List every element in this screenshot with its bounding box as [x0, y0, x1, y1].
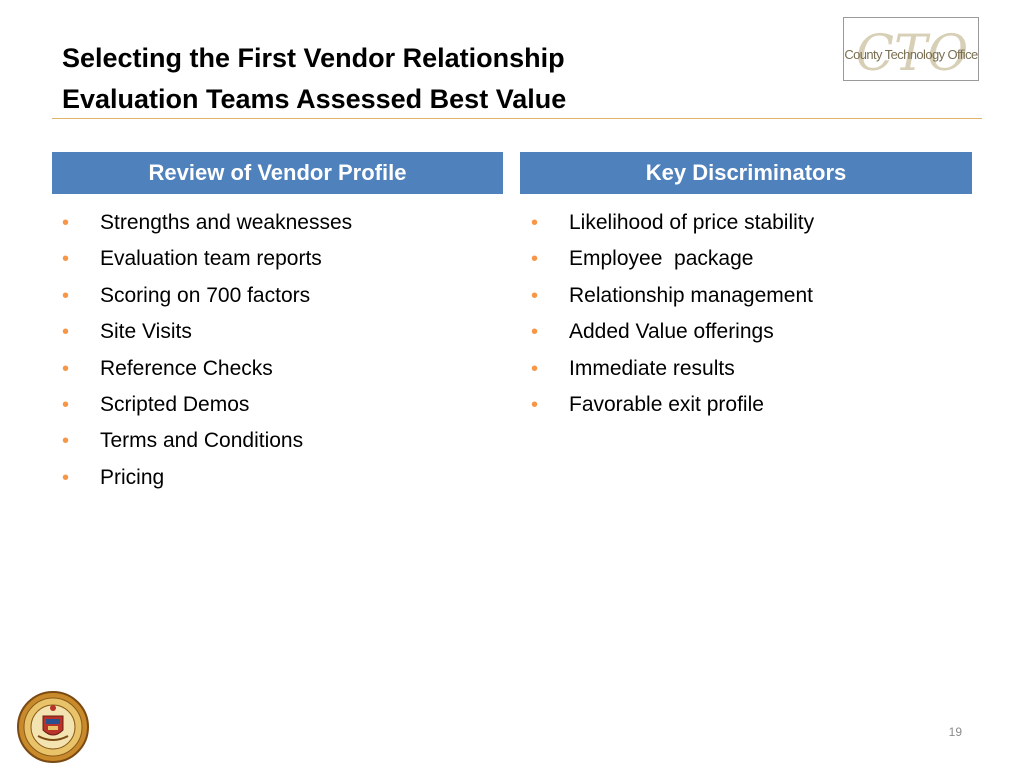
county-seal-icon: [16, 690, 90, 764]
cto-logo: CTO County Technology Office: [843, 17, 979, 81]
list-item-text: Likelihood of price stability: [569, 211, 815, 234]
list-item: • Likelihood of price stability: [531, 205, 971, 241]
bullet-dot-icon: •: [531, 212, 539, 234]
list-item: • Immediate results: [531, 351, 971, 387]
page-number: 19: [948, 725, 962, 739]
list-item: • Favorable exit profile: [531, 387, 971, 423]
list-item: • Scoring on 700 factors: [62, 278, 502, 314]
vendor-profile-list: • Strengths and weaknesses • Evaluation te…: [62, 205, 502, 496]
key-discriminators-header: Key Discriminators: [520, 152, 972, 194]
list-item-text: Reference Checks: [100, 356, 273, 380]
list-item-text: Relationship management: [569, 283, 813, 307]
list-item: • Pricing: [62, 460, 502, 496]
list-item: • Added Value offerings: [531, 314, 971, 350]
bullet-dot-icon: •: [531, 357, 539, 380]
cto-logo-monogram: CTO: [856, 24, 969, 80]
slide-title-line-2: Evaluation Teams Assessed Best Value: [62, 84, 567, 114]
bullet-dot-icon: •: [62, 284, 70, 307]
list-item-text: Employee package: [569, 247, 754, 271]
list-item-text: Scripted Demos: [100, 392, 250, 416]
bullet-dot-icon: •: [531, 248, 539, 271]
list-item-text: Pricing: [100, 465, 165, 489]
bullet-dot-icon: •: [531, 393, 539, 416]
bullet-dot-icon: •: [62, 466, 70, 489]
cto-logo-icon: CTO County Technology Office: [844, 24, 978, 80]
title-divider: [52, 118, 982, 119]
bullet-dot-icon: •: [62, 212, 70, 234]
list-item: • Strengths and weaknesses: [62, 205, 502, 241]
review-vendor-profile-header: Review of Vendor Profile: [52, 152, 503, 194]
list-item-text: Immediate results: [569, 356, 735, 380]
bullet-dot-icon: •: [62, 248, 70, 271]
bullet-dot-icon: •: [62, 393, 70, 416]
bullet-dot-icon: •: [531, 321, 539, 344]
bullet-dot-icon: •: [62, 430, 70, 453]
slide-title-line-1: Selecting the First Vendor Relationship: [62, 43, 565, 73]
list-item: • Reference Checks: [62, 351, 502, 387]
list-item: • Terms and Conditions: [62, 423, 502, 459]
list-item-text: Evaluation team reports: [100, 247, 322, 271]
cto-logo-text: County Technology Office: [844, 47, 978, 62]
list-item: • Scripted Demos: [62, 387, 502, 423]
bullet-dot-icon: •: [531, 284, 539, 307]
list-item-text: Site Visits: [100, 320, 192, 344]
bullet-dot-icon: •: [62, 321, 70, 344]
list-item: • Relationship management: [531, 278, 971, 314]
list-item: • Evaluation team reports: [62, 241, 502, 277]
list-item-text: Terms and Conditions: [100, 429, 304, 453]
slide-title: Selecting the First Vendor Relationship …: [62, 38, 566, 120]
list-item-text: Favorable exit profile: [569, 392, 764, 416]
bullet-dot-icon: •: [62, 357, 70, 380]
list-item-text: Scoring on 700 factors: [100, 283, 311, 307]
list-item: • Employee package: [531, 241, 971, 277]
list-item-text: Added Value offerings: [569, 320, 774, 344]
key-discriminators-list: • Likelihood of price stability • Employee…: [531, 205, 971, 423]
list-item-text: Strengths and weaknesses: [100, 211, 353, 234]
list-item: • Site Visits: [62, 314, 502, 350]
